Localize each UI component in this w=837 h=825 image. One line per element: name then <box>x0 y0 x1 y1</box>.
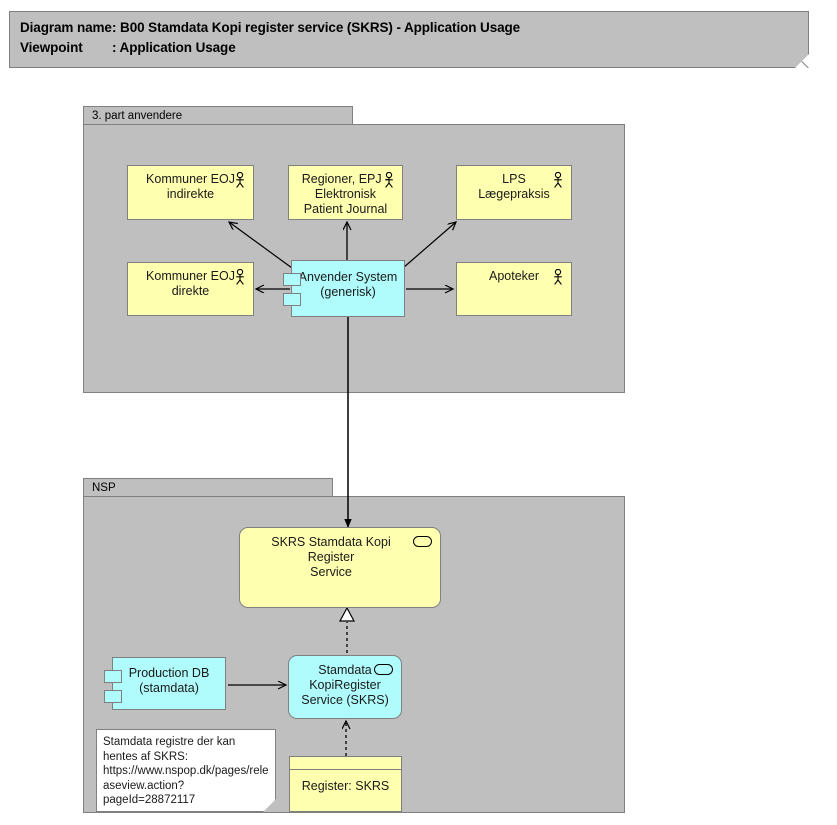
viewpoint-label: Viewpoint <box>20 40 83 55</box>
interface-oval-icon <box>374 664 393 675</box>
note-stamdata-registre[interactable]: Stamdata registre der kan hentes af SKRS… <box>96 729 276 812</box>
actor-icon <box>236 269 244 285</box>
node-skrs-service-label: SKRS Stamdata Kopi Register Service <box>271 535 391 579</box>
viewpoint-line: Viewpoint : Application Usage <box>20 40 236 55</box>
node-regioner-epj[interactable]: Regioner, EPJ - Elektronisk Patient Jour… <box>288 165 403 220</box>
actor-icon <box>554 269 562 285</box>
node-kommuner-eoj-indirekte[interactable]: Kommuner EOJ indirekte <box>127 165 254 220</box>
node-stamdata-kopiregister-service[interactable]: Stamdata KopiRegister Service (SKRS) <box>288 655 402 719</box>
actor-icon <box>385 172 393 188</box>
node-kommuner-eoj-direkte-label: Kommuner EOJ direkte <box>146 269 235 298</box>
diagram-name-line: Diagram name: B00 Stamdata Kopi register… <box>20 20 520 35</box>
class-compartment-top <box>290 757 401 770</box>
node-stamdata-kopiregister-label: Stamdata KopiRegister Service (SKRS) <box>301 663 389 707</box>
node-production-db-label: Production DB (stamdata) <box>128 666 210 695</box>
group-nsp-tab[interactable]: NSP <box>83 478 333 497</box>
node-skrs-stamdata-kopi-register-service[interactable]: SKRS Stamdata Kopi Register Service <box>239 527 441 608</box>
banner-fold-corner <box>795 54 809 68</box>
node-lps-laegepraksis-label: LPS Lægepraksis <box>478 172 550 201</box>
group-nsp-title: NSP <box>92 482 116 494</box>
node-production-db[interactable]: Production DB (stamdata) <box>104 657 226 710</box>
node-anvender-system[interactable]: Anvender System (generisk) <box>283 260 405 317</box>
interface-oval-icon <box>413 536 432 547</box>
diagram-name-label: Diagram name <box>20 20 112 35</box>
diagram-name-value: : B00 Stamdata Kopi register service (SK… <box>112 20 521 35</box>
actor-icon <box>554 172 562 188</box>
node-anvender-system-label: Anvender System (generisk) <box>298 270 398 299</box>
diagram-title-banner: Diagram name: B00 Stamdata Kopi register… <box>9 11 809 68</box>
node-apoteker[interactable]: Apoteker <box>456 262 572 316</box>
node-register-skrs-label: Register: SKRS <box>301 779 390 793</box>
node-kommuner-eoj-indirekte-label: Kommuner EOJ indirekte <box>146 172 235 201</box>
node-apoteker-label: Apoteker <box>488 269 540 283</box>
group-third-party-tab[interactable]: 3. part anvendere <box>83 106 353 125</box>
actor-icon <box>236 172 244 188</box>
component-icon <box>283 273 301 309</box>
group-third-party-title: 3. part anvendere <box>92 110 183 122</box>
note-text: Stamdata registre der kan hentes af SKRS… <box>103 736 269 806</box>
node-kommuner-eoj-direkte[interactable]: Kommuner EOJ direkte <box>127 262 254 316</box>
viewpoint-value: : Application Usage <box>112 40 236 55</box>
node-lps-laegepraksis[interactable]: LPS Lægepraksis <box>456 165 572 220</box>
node-regioner-epj-label: Regioner, EPJ - Elektronisk Patient Jour… <box>301 172 390 216</box>
component-icon <box>104 670 122 706</box>
node-register-skrs[interactable]: Register: SKRS <box>289 756 402 812</box>
